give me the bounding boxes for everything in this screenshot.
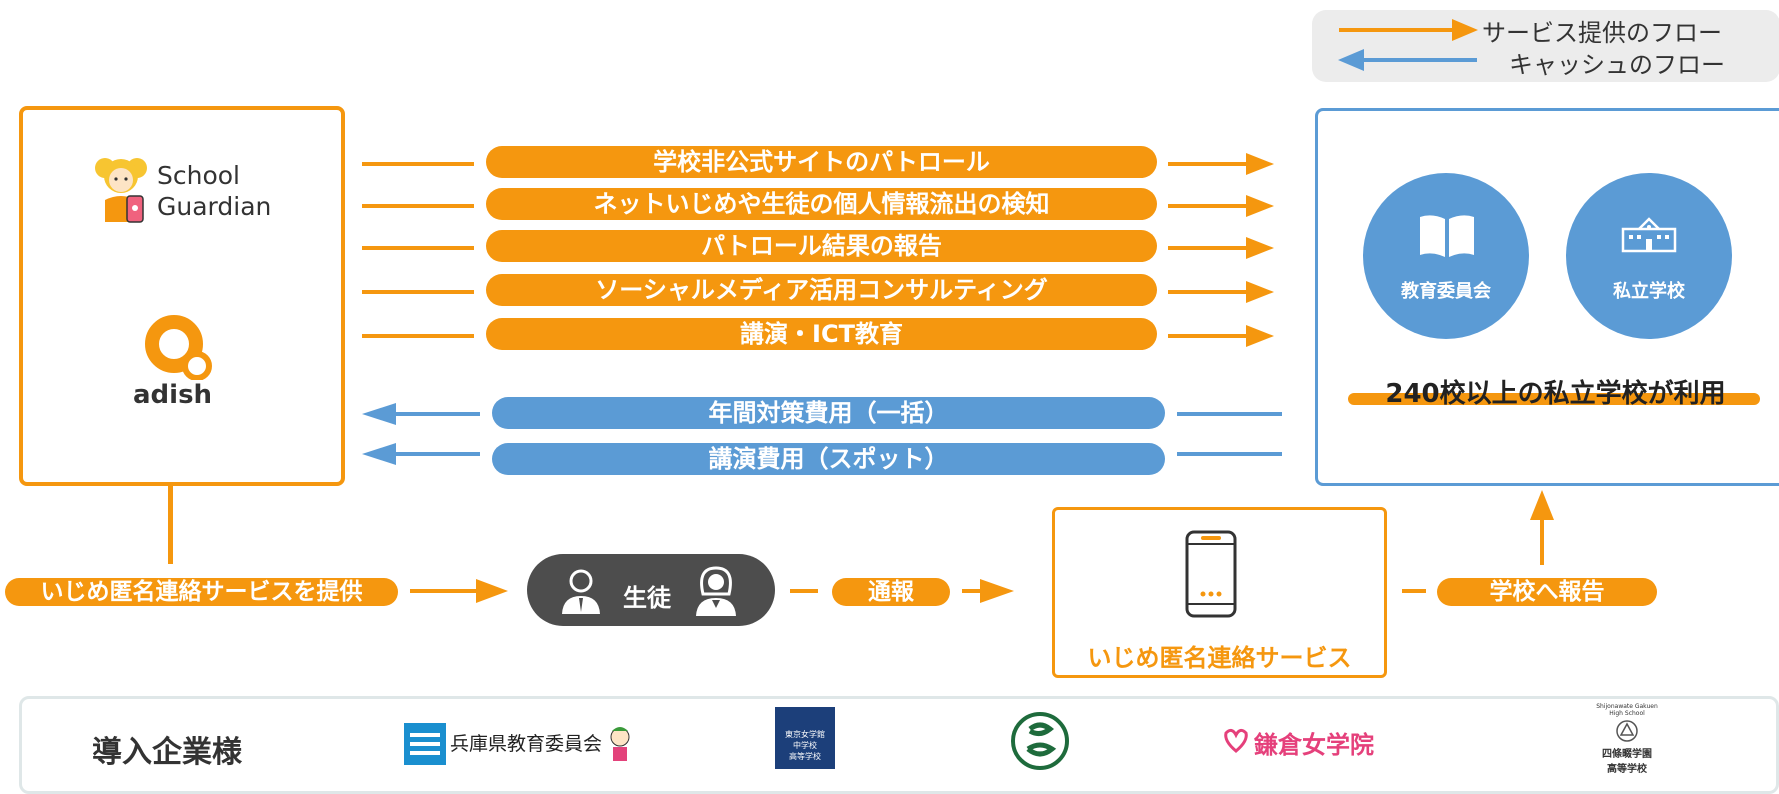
tokyo-line1: 東京女学館 [785,730,825,739]
service-arrowhead [1246,325,1274,347]
provide-arrow-line [410,589,480,593]
school-guardian-line1: School [157,161,240,190]
board-of-education-label: 教育委員会 [1401,281,1491,302]
provide-arrowhead [476,579,508,603]
smartphone-icon [1185,530,1237,618]
provider-down-line [168,482,173,564]
service-pill: 講演・ICT教育 [486,318,1157,350]
tokyo-line3: 高等学校 [789,752,821,761]
service-pill: ネットいじめや生徒の個人情報流出の検知 [486,188,1157,220]
service-line-left [362,162,474,166]
hyogo-logo: 兵庫県教育委員会 [404,721,634,771]
up-arrow-line [1540,514,1544,565]
shijonawate-en1: Shijonawate Gakuen [1596,703,1658,710]
anonymous-report-service-box: いじめ匿名連絡サービス [1052,507,1387,678]
payment-line-right [1177,452,1282,456]
adopters-panel: 導入企業様 兵庫県教育委員会 東京女学館 中学校 高等学校 鎌倉女学院 Shij… [19,696,1779,794]
legend-service-label: サービス提供のフロー [1482,19,1722,47]
usage-note-highlight [1348,393,1760,405]
kamakura-emblem-icon [1224,728,1248,753]
adish-logo-icon [145,315,212,380]
service-line-right [1168,290,1248,294]
school-building-icon [1621,217,1677,253]
usage-note: 240校以上の私立学校が利用 [1385,379,1726,409]
provider-box: School Guardian adish [19,106,345,486]
service-line-left [362,334,474,338]
report-to-school-pill: 学校へ報告 [1437,578,1657,606]
report-arrow-line [962,589,982,593]
legend-service-arrow [1339,28,1457,32]
kamakura-logo: 鎌倉女学院 [1222,725,1422,759]
payment-line-left [394,452,480,456]
adopters-title: 導入企業様 [92,735,242,770]
service-arrowhead [1246,195,1274,217]
legend-cash-label: キャッシュのフロー [1509,51,1725,79]
students-to-report-line [790,589,818,593]
service-name-label: いじめ匿名連絡サービス [1087,644,1352,672]
service-line-right [1168,246,1248,250]
kamakura-label: 鎌倉女学院 [1254,730,1374,759]
report-pill: 通報 [832,578,950,606]
service-pill: 学校非公式サイトのパトロール [486,146,1157,178]
private-school-label: 私立学校 [1613,281,1685,302]
service-line-left [362,204,474,208]
shijonawate-logo: Shijonawate Gakuen High School 四條畷学園 高等学… [1582,703,1672,783]
service-line-right [1168,162,1248,166]
female-student-icon [696,566,736,616]
male-student-icon [562,569,600,614]
school-guardian-logo-text: School Guardian [157,160,271,222]
service-arrowhead [1246,237,1274,259]
report-arrowhead [980,579,1014,603]
service-line-right [1168,204,1248,208]
legend: サービス提供のフロー キャッシュのフロー [1312,10,1779,82]
payment-line-left [394,412,480,416]
legend-service-arrowhead [1452,19,1478,41]
provide-service-pill: いじめ匿名連絡サービスを提供 [5,578,398,606]
payment-arrowhead [362,403,396,425]
hyogo-label: 兵庫県教育委員会 [450,733,603,755]
students-pill: 生徒 [527,554,775,626]
payment-arrowhead [362,443,396,465]
board-of-education-circle: 教育委員会 [1363,173,1529,339]
tokyo-jogakkan-logo: 東京女学館 中学校 高等学校 [775,707,835,769]
shijonawate-emblem-icon [1616,720,1638,742]
service-pill: パトロール結果の報告 [486,230,1157,262]
hyogo-mascot-icon [610,727,630,761]
payment-pill: 講演費用（スポット） [492,443,1165,475]
school-guardian-mascot-icon [95,158,147,223]
up-arrowhead [1530,490,1554,520]
shijonawate-en2: High School [1609,710,1645,717]
payment-line-right [1177,412,1282,416]
client-box: 教育委員会 私立学校 240校以上の私立学校が利用 [1315,108,1779,486]
service-pill: ソーシャルメディア活用コンサルティング [486,274,1157,306]
payment-pill: 年間対策費用（一括） [492,397,1165,429]
legend-cash-arrowhead [1338,49,1364,71]
service-arrowhead [1246,153,1274,175]
school-guardian-line2: Guardian [157,192,272,221]
shijonawate-line2: 高等学校 [1607,764,1647,775]
school-emblem-icon [1011,712,1069,770]
service-line-left [362,290,474,294]
students-label: 生徒 [623,584,671,612]
legend-cash-arrow [1362,58,1477,62]
book-icon [1420,215,1474,257]
tokyo-line2: 中学校 [793,741,817,750]
service-arrowhead [1246,281,1274,303]
hyogo-emblem-icon [404,723,446,765]
shijonawate-line1: 四條畷学園 [1602,749,1652,760]
service-line-left [362,246,474,250]
adish-logo-text: adish [133,380,213,410]
service-line-right [1168,334,1248,338]
service-to-school-line [1402,589,1426,593]
private-school-circle: 私立学校 [1566,173,1732,339]
